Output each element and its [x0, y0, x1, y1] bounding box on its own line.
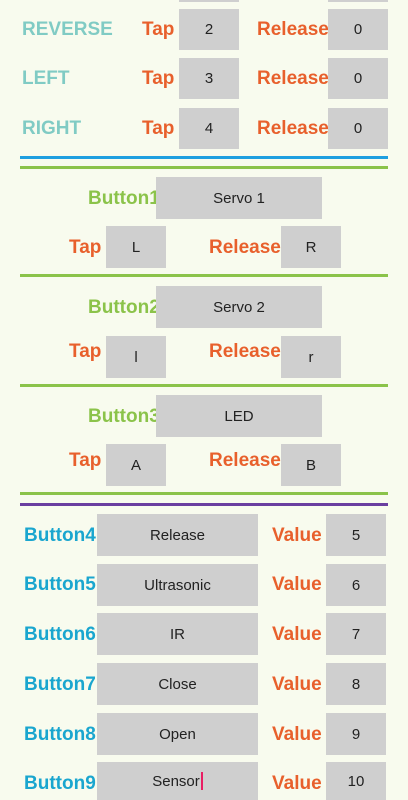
direction-label-reverse: REVERSE [22, 19, 113, 40]
button5-name-input[interactable]: Ultrasonic [97, 564, 258, 606]
button3-name-input[interactable]: LED [156, 395, 322, 437]
button9-name-text: Sensor [152, 772, 200, 790]
tap-label: Tap [69, 237, 102, 258]
release-label: Release [257, 118, 329, 139]
button2-release-input[interactable]: r [281, 336, 341, 378]
left-tap-input[interactable]: 3 [179, 58, 239, 99]
value-label: Value [272, 525, 322, 546]
button1-tap-input[interactable]: L [106, 226, 166, 268]
button7-value-input[interactable]: 8 [326, 663, 386, 705]
button5-value-input[interactable]: 6 [326, 564, 386, 606]
button8-value-input[interactable]: 9 [326, 713, 386, 755]
left-release-input[interactable]: 0 [328, 58, 388, 99]
button2-tap-input[interactable]: l [106, 336, 166, 378]
button3-release-input[interactable]: B [281, 444, 341, 486]
value-label: Value [272, 574, 322, 595]
release-label: Release [257, 68, 329, 89]
button3-tap-input[interactable]: A [106, 444, 166, 486]
button8-name-input[interactable]: Open [97, 713, 258, 755]
divider-blue [20, 156, 388, 159]
value-label: Value [272, 674, 322, 695]
reverse-release-input[interactable]: 0 [328, 9, 388, 50]
partial-input-top-2[interactable] [328, 0, 388, 2]
divider-green [20, 166, 388, 169]
button2-label: Button2 [88, 297, 160, 318]
value-label: Value [272, 724, 322, 745]
button1-label: Button1 [88, 188, 160, 209]
tap-label: Tap [69, 341, 102, 362]
divider-green [20, 384, 388, 387]
button9-name-input[interactable]: Sensor [97, 762, 258, 800]
release-label: Release [209, 450, 281, 471]
tap-label: Tap [142, 118, 175, 139]
button3-label: Button3 [88, 406, 160, 427]
button7-name-input[interactable]: Close [97, 663, 258, 705]
button5-label: Button5 [24, 574, 96, 595]
button6-value-input[interactable]: 7 [326, 613, 386, 655]
button8-label: Button8 [24, 724, 96, 745]
right-tap-input[interactable]: 4 [179, 108, 239, 149]
right-release-input[interactable]: 0 [328, 108, 388, 149]
button4-value-input[interactable]: 5 [326, 514, 386, 556]
direction-label-right: RIGHT [22, 118, 82, 139]
button2-name-input[interactable]: Servo 2 [156, 286, 322, 328]
release-label: Release [209, 341, 281, 362]
button7-label: Button7 [24, 674, 96, 695]
button4-name-input[interactable]: Release [97, 514, 258, 556]
direction-label-left: LEFT [22, 68, 70, 89]
divider-green [20, 274, 388, 277]
button6-name-input[interactable]: IR [97, 613, 258, 655]
tap-label: Tap [69, 450, 102, 471]
button4-label: Button4 [24, 525, 96, 546]
divider-purple [20, 503, 388, 506]
release-label: Release [257, 19, 329, 40]
button9-label: Button9 [24, 773, 96, 794]
tap-label: Tap [142, 19, 175, 40]
value-label: Value [272, 773, 322, 794]
reverse-tap-input[interactable]: 2 [179, 9, 239, 50]
button6-label: Button6 [24, 624, 96, 645]
release-label: Release [209, 237, 281, 258]
button1-release-input[interactable]: R [281, 226, 341, 268]
button9-value-input[interactable]: 10 [326, 762, 386, 800]
text-cursor [200, 772, 203, 790]
tap-label: Tap [142, 68, 175, 89]
button1-name-input[interactable]: Servo 1 [156, 177, 322, 219]
value-label: Value [272, 624, 322, 645]
divider-green [20, 492, 388, 495]
partial-input-top-1[interactable] [179, 0, 239, 2]
